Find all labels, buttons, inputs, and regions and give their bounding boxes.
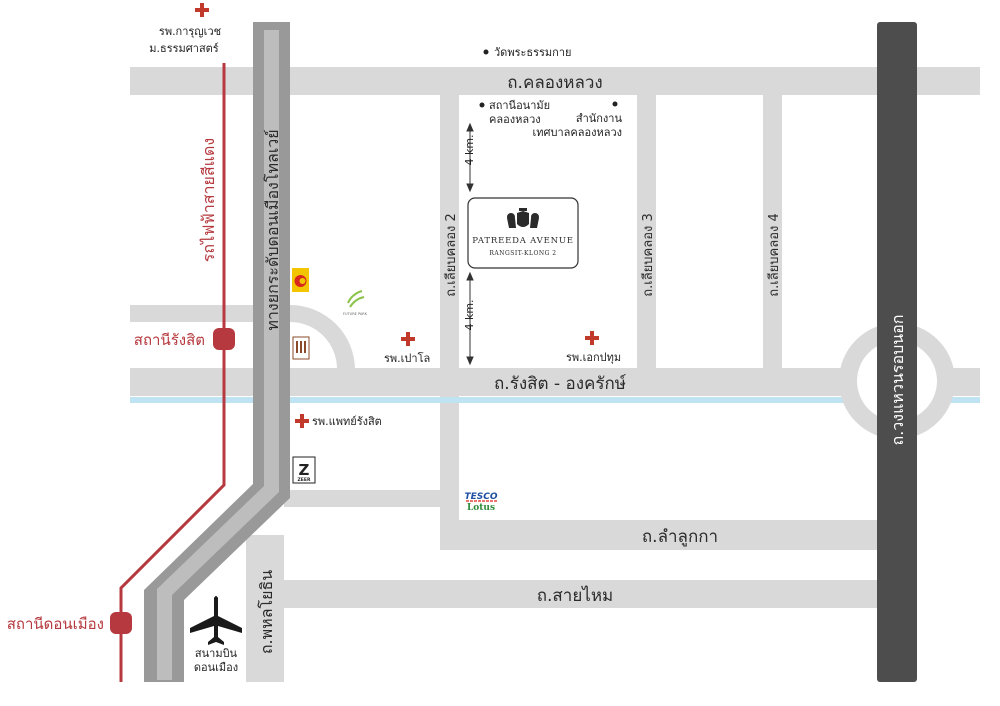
label-pao-lo: รพ.เปาโล [384,351,430,365]
label-rangsit-station: สถานีรังสิต [134,331,205,349]
canal [130,397,980,403]
hospital-icon [295,414,309,428]
hospital-icon [401,332,415,346]
label-phaet-rangsit: รพ.แพทย์รังสิต [312,415,382,428]
label-municipal-office: สำนักงาน [576,112,623,125]
label-tollway: ทางยกระดับดอนเมืองโทลเวย์ [263,129,282,330]
distance-arrow-bottom [466,271,474,366]
label-khlong-luang-place: คลองหลวง [489,113,541,126]
road-curve [290,305,355,370]
tesco-logo-text: TESCO [464,492,497,502]
ring-road [877,22,917,682]
label-airport: สนามบิน [195,647,238,660]
label-kanchanavej: รพ.การุญเวช [159,25,221,38]
label-distance-bottom: 4 km. [463,299,476,330]
road-west-branch [130,305,290,322]
label-health-station: สถานีอนามัย [489,99,550,112]
rangsit-station-marker [213,328,235,350]
lotus-logo-text: Lotus [467,503,495,513]
label-phahonyothin: ถ.พหลโยธิน [257,570,276,654]
central-logo-icon [292,268,309,292]
zeer-logo-icon: Z ZEER [292,456,316,484]
hospital-icon [585,331,599,345]
road-klong4 [763,95,782,368]
place-dot-icon [483,49,489,55]
red-line-rail [119,63,226,682]
label-klong4: ถ.เลียบคลอง 4 [766,213,782,297]
label-klong2: ถ.เลียบคลอง 2 [443,213,459,297]
local-roads [130,67,980,608]
label-thammasat: ม.ธรรมศาสตร์ [149,42,219,55]
future-park-logo-icon: FUTURE PARK [343,290,368,316]
label-distance-top: 4 km. [463,134,476,165]
road-klong2 [440,95,459,550]
future-park-logo-text: FUTURE PARK [343,312,368,316]
project-name: PATREEDA AVENUE [472,236,574,246]
project-marker: PATREEDA AVENUE RANGSIT-KLONG 2 [467,197,579,269]
road-phahonyothin [246,535,284,682]
tesco-lotus-logo: TESCO Lotus [464,492,497,513]
label-klong3: ถ.เลียบคลอง 3 [640,213,656,297]
label-lam-luk-ka: ถ.ลำลูกกา [642,527,718,547]
label-rangsit-ongkharak: ถ.รังสิต - องครักษ์ [494,374,626,394]
label-municipal-khlong-luang: เทศบาลคลองหลวง [532,126,622,139]
label-wat-phra-dhammakaya: วัดพระธรรมกาย [494,46,571,59]
road-klong3 [637,95,656,368]
label-red-line: รถไฟฟ้าสายสีแดง [199,138,218,262]
label-airport-don-mueang: ดอนเมือง [194,661,238,674]
label-khlong-luang: ถ.คลองหลวง [507,73,602,93]
tollway [144,22,290,682]
label-don-mueang-station: สถานีดอนเมือง [7,615,104,633]
place-dot-icon [612,101,618,107]
place-dot-icon [479,102,485,108]
don-mueang-station-marker [110,612,132,634]
road-small-east [284,490,440,507]
airplane-icon [190,596,242,645]
label-ring-road: ถ.วงแหวนรอบนอก [888,315,907,446]
distance-arrow-top [466,122,474,193]
road-sai-mai [282,580,882,608]
tollway-inner [157,30,279,680]
svg-text:Z: Z [299,461,310,479]
label-ekapathum: รพ.เอกปทุม [566,351,621,364]
hospital-icon [195,3,209,17]
mall-logo-icon [292,336,310,360]
project-subtitle: RANGSIT-KLONG 2 [489,250,556,257]
road-lam-luk-ka [440,520,882,550]
crest-icon [507,208,539,228]
label-sai-mai: ถ.สายไหม [537,585,614,606]
zeer-logo-text: ZEER [298,477,311,483]
